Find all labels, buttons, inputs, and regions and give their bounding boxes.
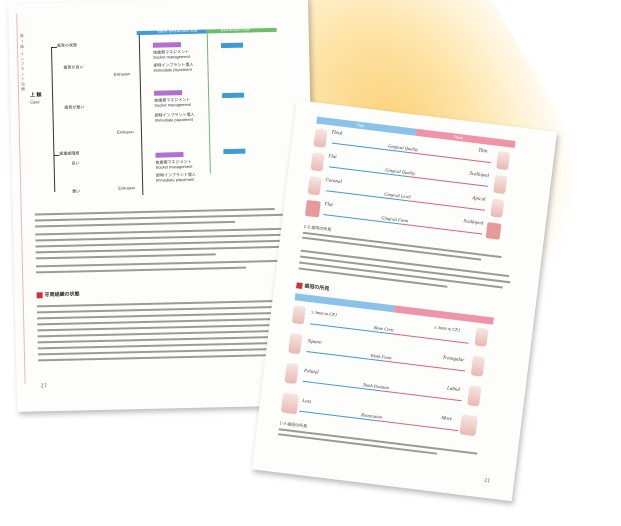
label-extrusion-3: Extrusion bbox=[118, 185, 135, 191]
tooth-illustration bbox=[280, 392, 300, 415]
body-text-line bbox=[35, 220, 236, 228]
tree-divider bbox=[138, 35, 144, 196]
label-extrusion: Extrusion bbox=[113, 71, 131, 77]
row1-right: Thin bbox=[477, 148, 488, 155]
body-text-line bbox=[35, 245, 284, 254]
arrow-pink bbox=[382, 390, 462, 402]
row3-right: Apical bbox=[471, 196, 486, 203]
vertical-chapter-title: 第Ⅰ章 インプラント治療 bbox=[19, 33, 26, 93]
label-extrusion-2: Extrusion bbox=[116, 129, 134, 135]
tooth-illustration bbox=[313, 128, 328, 148]
branch-2: 歯育が悪い bbox=[64, 104, 85, 110]
s2-row2-left: Square bbox=[307, 339, 322, 346]
s2-row4-left: Less bbox=[302, 398, 312, 405]
header-thick: Thick bbox=[453, 134, 464, 141]
branch-1: 歯育が良い bbox=[63, 64, 84, 70]
tag-blue-3 bbox=[223, 148, 246, 155]
tree-branch bbox=[53, 154, 60, 157]
row2-right: Scalloped bbox=[468, 171, 490, 179]
label-socket-management-2: Socket management bbox=[154, 101, 192, 108]
arrow-pink bbox=[389, 332, 469, 344]
gum-illustration bbox=[485, 222, 502, 240]
tooth-illustration bbox=[470, 355, 486, 377]
tooth-illustration bbox=[307, 176, 322, 196]
header-bar-pink-2 bbox=[393, 305, 494, 325]
body-text-line bbox=[36, 266, 247, 274]
tooth-illustration bbox=[493, 174, 508, 195]
branch-4: 良い bbox=[71, 160, 80, 166]
label-immediate-placement-3: Immediate placement bbox=[155, 176, 195, 183]
right-book-page: Thin Thick Thick Gingival Quality Thin F… bbox=[251, 100, 558, 502]
header-bar-blue-2 bbox=[294, 293, 395, 313]
tag-purple-3 bbox=[155, 152, 184, 158]
tree-divider-green bbox=[206, 33, 211, 174]
case-label-en: Case bbox=[30, 99, 40, 105]
left-page-number: 27 bbox=[40, 383, 48, 390]
header-thin: Thin bbox=[356, 122, 365, 129]
section2-heading: 歯冠の所見 bbox=[296, 281, 330, 292]
right-page-number: 21 bbox=[483, 477, 491, 485]
s2-row1-right: ≥ 3mm to CEJ bbox=[434, 324, 461, 333]
tag-blue bbox=[220, 42, 244, 49]
label-immediate-placement: Immediate placement bbox=[153, 66, 192, 73]
tooth-illustration bbox=[284, 362, 299, 385]
label-immediate-placement-2: Immediate placement bbox=[154, 116, 193, 123]
section-marker bbox=[36, 291, 43, 298]
row4-right: Scalloped bbox=[463, 219, 484, 227]
row3-left: Coronal bbox=[325, 178, 343, 186]
tooth-illustration bbox=[288, 332, 303, 355]
arrow-pink bbox=[405, 199, 486, 211]
tooth-illustration bbox=[490, 198, 505, 218]
s2-row3-left: Palatal bbox=[303, 368, 319, 376]
tooth-illustration bbox=[310, 152, 325, 172]
label-socket-management-3: Socket management bbox=[155, 163, 193, 170]
arrow-pink bbox=[378, 420, 458, 432]
gum-illustration bbox=[304, 199, 321, 218]
tooth-illustration bbox=[496, 150, 511, 171]
body-text-line bbox=[38, 353, 279, 362]
arrow-pink bbox=[385, 360, 466, 372]
tag-purple-2 bbox=[154, 90, 183, 96]
arrow-pink bbox=[408, 176, 488, 187]
row2-left: Flat bbox=[328, 154, 337, 161]
section-marker bbox=[296, 281, 303, 289]
label-socket-management: Socket management bbox=[153, 53, 190, 60]
branch-5: 悪い bbox=[72, 188, 81, 194]
tooth-illustration bbox=[474, 327, 489, 347]
caption-text-line bbox=[278, 428, 478, 455]
header-bar-pink bbox=[415, 128, 516, 148]
tag-purple bbox=[152, 42, 182, 48]
arrow-pink bbox=[402, 223, 483, 235]
row4-left: Flat bbox=[324, 202, 334, 209]
section-heading: 牙周組織の状態 bbox=[36, 290, 80, 298]
row1-left: Thick bbox=[330, 130, 343, 137]
s2-row1-left: ≤ 3mm to CEJ bbox=[310, 309, 338, 318]
s2-row2-right: Triangular bbox=[442, 355, 465, 364]
tooth-illustration bbox=[291, 305, 306, 325]
branch-0: 歯育の状態 bbox=[56, 42, 78, 48]
tree-branch bbox=[50, 46, 58, 49]
arrow-pink bbox=[411, 152, 491, 164]
header-extraction-site: Extraction site bbox=[220, 26, 250, 33]
tree-trunk bbox=[50, 47, 56, 192]
body-text-line bbox=[35, 253, 216, 260]
header-tooth-extraction: Tooth extraction site bbox=[156, 27, 198, 34]
tooth-illustration bbox=[467, 385, 482, 407]
s2-row3-right: Labial bbox=[446, 386, 461, 393]
branch-3: 歯重歯階層 bbox=[59, 150, 80, 156]
tag-blue-2 bbox=[222, 92, 245, 99]
case-label-jp: 上 顫 bbox=[30, 92, 42, 99]
tooth-illustration bbox=[459, 414, 478, 437]
s2-row4-right: More bbox=[440, 415, 453, 423]
caption-text-line bbox=[302, 236, 482, 261]
body-text-line bbox=[34, 213, 285, 222]
body-text-line bbox=[35, 259, 286, 268]
